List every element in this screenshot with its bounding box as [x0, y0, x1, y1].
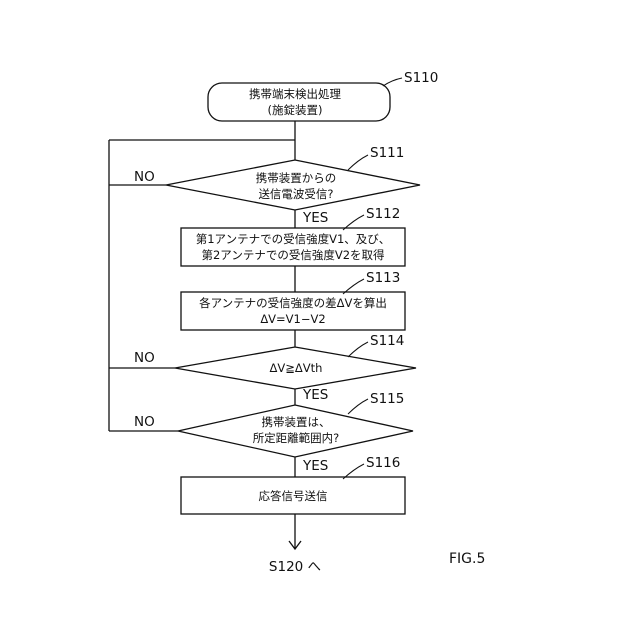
- step-label-s113: S113: [366, 270, 400, 286]
- process-s112: 第1アンテナでの受信強度V1、及び、 第2アンテナでの受信強度V2を取得: [181, 228, 405, 266]
- s111-text-line1: 携帯装置からの: [256, 171, 337, 185]
- s112-text-line2: 第2アンテナでの受信強度V2を取得: [201, 248, 384, 262]
- s115-leader: [348, 399, 368, 414]
- step-label-s115: S115: [370, 391, 404, 407]
- s115-text-line1: 携帯装置は、: [262, 415, 331, 429]
- s111-text-line2: 送信電波受信?: [258, 187, 333, 201]
- s114-no-label: NO: [134, 350, 155, 366]
- s115-yes-label: YES: [302, 458, 328, 474]
- start-text-line1: 携帯端末検出処理: [249, 87, 341, 101]
- s114-yes-label: YES: [302, 387, 328, 403]
- decision-s114: ΔV≧ΔVth: [175, 347, 416, 389]
- step-label-s112: S112: [366, 206, 400, 222]
- s111-leader: [348, 155, 368, 170]
- figure-label: FIG.5: [449, 551, 485, 567]
- step-label-s114: S114: [370, 333, 404, 349]
- step-label-s116: S116: [366, 455, 400, 471]
- s115-text-line2: 所定距離範囲内?: [253, 431, 340, 445]
- s114-leader: [348, 342, 368, 357]
- step-label-s110: S110: [404, 70, 438, 86]
- decision-s115: 携帯装置は、 所定距離範囲内?: [178, 405, 413, 457]
- s113-text-line1: 各アンテナの受信強度の差ΔVを算出: [199, 296, 387, 310]
- s112-text-line1: 第1アンテナでの受信強度V1、及び、: [196, 232, 391, 246]
- start-text-line2: (施錠装置): [268, 103, 323, 117]
- s113-text-line2: ΔV=V1−V2: [260, 312, 325, 326]
- s115-no-label: NO: [134, 414, 155, 430]
- step-label-s111: S111: [370, 145, 404, 161]
- s116-text: 応答信号送信: [259, 489, 328, 503]
- start-terminal: 携帯端末検出処理 (施錠装置): [208, 83, 390, 121]
- s111-no-label: NO: [134, 169, 155, 185]
- process-s116: 応答信号送信: [181, 477, 405, 514]
- s110-leader: [383, 78, 402, 86]
- process-s113: 各アンテナの受信強度の差ΔVを算出 ΔV=V1−V2: [181, 292, 405, 330]
- decision-s111: 携帯装置からの 送信電波受信?: [166, 160, 420, 210]
- s111-yes-label: YES: [302, 210, 328, 226]
- end-label: S120 へ: [269, 559, 321, 575]
- s114-text: ΔV≧ΔVth: [270, 361, 323, 375]
